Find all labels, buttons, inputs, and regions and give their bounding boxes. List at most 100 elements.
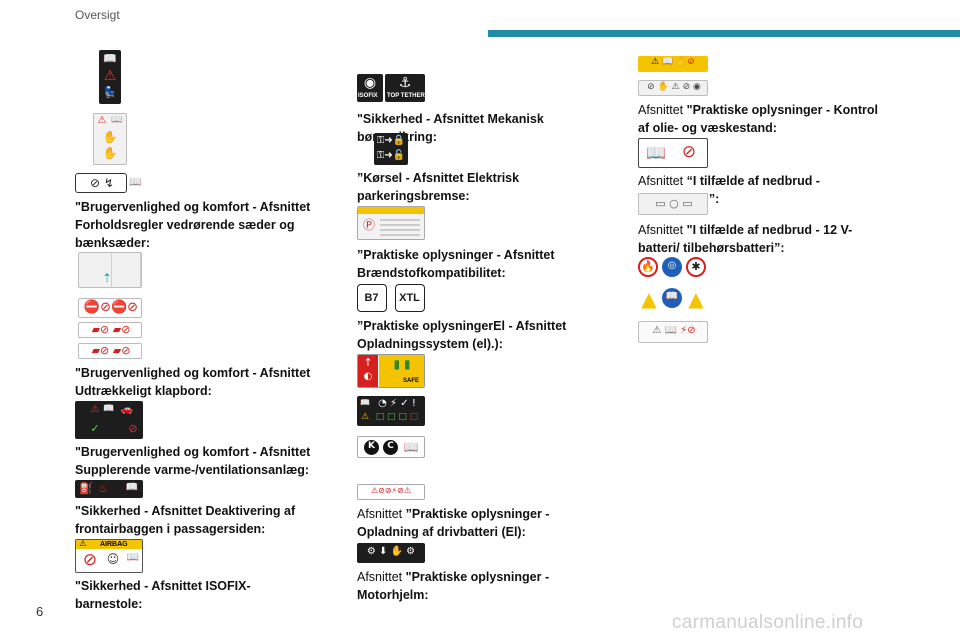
prohibited-icon: ⊘: [128, 422, 138, 435]
manual-book-icon: 📖: [103, 404, 115, 414]
top-tether-icon: ⚓ TOP TETHER: [385, 74, 425, 102]
seat-warning-label-icon: 📖 ⚠ 💺: [99, 50, 121, 104]
child-seat-icon: ◉: [363, 75, 377, 91]
no-fire-icon: [638, 257, 658, 277]
eye-protection-icon: [662, 257, 682, 277]
mode-c-glyph: C: [387, 441, 394, 451]
no-children-icon: [686, 257, 706, 277]
child-icon: ✱: [691, 260, 701, 273]
section-drive-battery-title: ”Praktiske oplysninger - Opladning af dr…: [357, 507, 550, 539]
warning-triangle-icon: ⚠: [97, 115, 107, 126]
charge-mode-icons: K C 📖: [357, 436, 425, 458]
key-unlock-icon: ⚿➜🔓: [376, 150, 406, 161]
seat-icon: 💺: [103, 86, 117, 99]
warning-triangle-icon: ⚠: [103, 68, 117, 84]
corrosive-warning-icon: ▲: [688, 287, 704, 311]
arrow-up-icon: ↑: [363, 356, 373, 369]
red-panel: ↑ ◐: [358, 355, 378, 387]
section-fluid-check-title: "Praktiske oplysninger - Kontrol af olie…: [638, 103, 879, 135]
heat-icon: ♨: [98, 482, 108, 495]
child-seat-prohibited-icon: ⊘: [82, 550, 98, 570]
section-seats-text: "Brugervenlighed og komfort - Afsnittet …: [75, 200, 311, 250]
header-accent-bar: [488, 30, 960, 37]
child-lock-label-icon: ⚿➜🔒 ⚿➜🔓: [374, 133, 408, 165]
section-parking-brake-text: ”Kørsel - Afsnittet Elektrisk parkerings…: [357, 171, 520, 203]
section-tray-text: "Brugervenlighed og komfort - Afsnittet …: [75, 366, 311, 398]
manual-book-icon: 📖: [125, 482, 139, 493]
airbag-warning-label-icon: AIRBAG ⚠ ⊘ ☺ 📖: [75, 539, 143, 573]
fuel-pump-icon: ⛽: [79, 482, 93, 495]
status-lights-icon: □ □ □ □: [375, 412, 419, 422]
mode-k-glyph: K: [368, 441, 375, 451]
tray-table-label-icon: ⚠ 📖 🚗 ✓ ⊘: [75, 401, 143, 439]
spare-wheel-label-icon: 📖 ⊘: [638, 138, 708, 168]
socket-icon: ◐: [363, 371, 373, 382]
label-yellow-strip: [358, 207, 424, 214]
manual-book-icon: 📖: [646, 143, 666, 162]
safe-label: SAFE: [403, 378, 420, 384]
engine-compartment-warning-icon: ⚠ 📖 ✋⊘: [638, 56, 708, 72]
heater-label-icon: ⛽ ♨ 📖: [75, 480, 143, 498]
hand-icon: ✋: [102, 146, 118, 160]
checkmark-icon: ✓: [90, 422, 100, 435]
spare-wheel-diagram-icon: ▭ ○ ▭: [638, 193, 708, 215]
prohibited-seat-icon: ⊘ ↯: [90, 176, 114, 190]
section-bonnet-prefix: Afsnittet: [357, 570, 406, 584]
manual-book-icon: 📖: [126, 552, 140, 563]
mode-c-icon: [383, 440, 398, 455]
warning-triangle-icon: ⚠: [79, 539, 87, 548]
fuel-xtl-label: XTL: [399, 292, 420, 304]
engine-fan-icon: ⚙ ⬇ ✋ ⚙: [366, 546, 416, 557]
section-spare-wheel-prefix: Afsnittet: [638, 174, 687, 188]
section-fuel-text: ”Praktiske oplysninger - Afsnittet Brænd…: [357, 248, 555, 280]
warning-symbols-icon: ⚠ 📖 ✋⊘: [651, 57, 695, 67]
section-fluid-check-prefix: Afsnittet: [638, 103, 687, 117]
mode-k-icon: [364, 440, 379, 455]
section-battery-prefix: Afsnittet: [638, 223, 687, 237]
anchor-icon: ⚓: [398, 75, 412, 91]
battery-connection-label-icon: ⚠ 📖 ⚡⊘: [638, 321, 708, 343]
warning-symbols-icon: ⚠⊘⊘⚡⊘⚠: [370, 486, 412, 495]
isofix-icon: ◉ ISOFIX: [357, 74, 383, 102]
section-drive-battery-prefix: Afsnittet: [357, 507, 406, 521]
seat-rail-prohibition-icon: ▰⊘ ▰⊘: [78, 322, 142, 338]
key-lock-icon: ⚿➜🔒: [376, 135, 406, 146]
section-battery-title: "I tilfælde af nedbrud - 12 V-batteri/ t…: [638, 223, 853, 255]
prohibited-icon: ▰⊘ ▰⊘: [91, 344, 131, 357]
car-icon: 🚗: [120, 404, 134, 415]
parking-brake-label-icon: Ⓟ: [357, 206, 425, 240]
seat-rail-prohibition-icon: ▰⊘ ▰⊘: [78, 343, 142, 359]
section-drive-battery-text: Afsnittet ”Praktiske oplysninger - Oplad…: [357, 505, 607, 541]
tool-prohibited-icon: ⊘: [681, 142, 697, 162]
fluid-level-symbols-icon: ⊘ ✋ ⚠ ⊘ ◉: [638, 80, 708, 96]
seat-prohibition-icon: ⛔⊘⛔⊘: [78, 298, 142, 318]
seat-instruction-label-icon: ⚠ 📖 ✋ ✋: [93, 113, 127, 165]
yellow-panel: ▮ ▮ SAFE: [379, 355, 424, 387]
charging-station-icon: ▮ ▮: [393, 357, 411, 371]
warning-triangle-icon: ⚠: [360, 412, 370, 422]
battery-symbols-icon: ⚠ 📖 ⚡⊘: [652, 325, 696, 336]
manual-book-icon: 📖: [111, 115, 123, 125]
section-airbag-text: "Sikkerhed - Afsnittet Deaktivering af f…: [75, 504, 296, 536]
section-battery-text: Afsnittet "I tilfælde af nedbrud - 12 V-…: [638, 221, 888, 257]
page-header-title: Oversigt: [75, 8, 120, 22]
top-tether-label: TOP TETHER: [387, 93, 425, 99]
manual-mandatory-icon: [662, 288, 682, 308]
hand-icon: ✋: [102, 130, 118, 144]
fuel-b7-label: B7: [364, 292, 379, 304]
fuel-b7-badge: B7: [357, 284, 387, 312]
section-fluid-check-text: Afsnittet "Praktiske oplysninger - Kontr…: [638, 101, 888, 137]
arrow-up-icon: ⇡: [101, 271, 113, 285]
explosive-warning-icon: ▲: [641, 287, 657, 311]
bonnet-label-icon: ⚙ ⬇ ✋ ⚙: [357, 543, 425, 563]
isofix-label: ISOFIX: [358, 93, 378, 99]
warning-triangle-icon: ⚠: [90, 404, 100, 415]
bench-seat-diagram-icon: [111, 252, 141, 288]
manual-book-icon: 📖: [129, 177, 142, 188]
manual-book-icon: 📖: [103, 52, 117, 65]
prohibited-icon: ▰⊘ ▰⊘: [91, 323, 131, 336]
text-lines: [380, 219, 420, 237]
charging-system-label-icon: ↑ ◐ ▮ ▮ SAFE: [357, 354, 425, 388]
manual-book-icon: 📖: [665, 291, 679, 302]
manual-book-icon: 📖: [360, 398, 370, 407]
